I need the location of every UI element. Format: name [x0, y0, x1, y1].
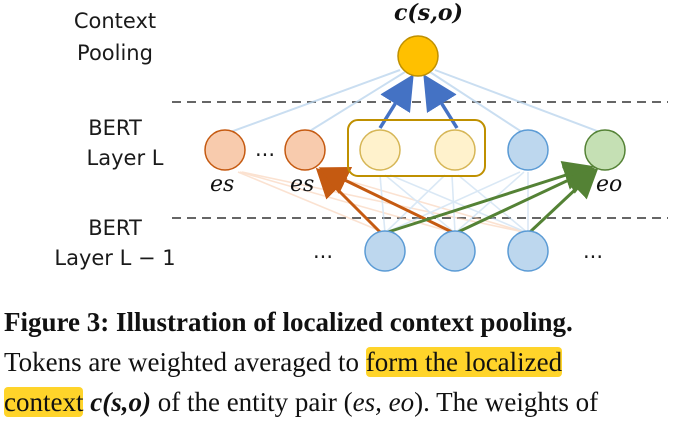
output-label: c(s,o)	[394, 0, 463, 26]
caption-line2-pre: Tokens are weighted averaged to	[4, 347, 366, 377]
entity-arrows	[315, 161, 599, 234]
figure-caption: Figure 3: Illustration of localized cont…	[4, 302, 686, 422]
label-es1: es	[210, 172, 235, 197]
node-layer-l-eo	[584, 129, 626, 171]
caption-math: c(s,o)	[90, 387, 151, 417]
caption-pair: es, eo	[352, 387, 415, 417]
node-layer-l-ctx2	[434, 129, 476, 171]
node-layer-l-ctx1	[359, 129, 401, 171]
diagram-svg	[172, 35, 668, 272]
label-pooling: Pooling	[77, 41, 153, 65]
caption-title: Figure 3: Illustration of localized cont…	[4, 307, 573, 337]
label-eo: eo	[596, 172, 623, 197]
label-layer-bottom: Layer L − 1	[54, 246, 176, 270]
node-layer-l-es1	[204, 129, 246, 171]
caption-line3-end: ). The weights of	[414, 387, 599, 417]
faint-edges	[237, 171, 529, 234]
node-layer-l1-c	[507, 230, 549, 272]
label-layer-top: Layer L	[86, 146, 164, 170]
node-layer-l-es2	[284, 129, 326, 171]
node-layer-l-blue	[507, 129, 549, 171]
label-context: Context	[73, 9, 157, 33]
output-node	[397, 35, 439, 77]
ellipsis-bottom-left: ...	[312, 239, 334, 263]
label-es2: es	[290, 172, 315, 197]
ellipsis-bottom-right: ...	[582, 239, 604, 263]
caption-line-3: context c(s,o) of the entity pair (es, e…	[4, 382, 686, 422]
caption-highlight-2: context	[4, 387, 84, 417]
node-layer-l1-a	[364, 230, 406, 272]
diagram: Context Pooling BERT Layer L BERT Layer …	[54, 0, 668, 272]
caption-line-2: Tokens are weighted averaged to form the…	[4, 342, 686, 382]
caption-highlight-1: form the localized	[365, 347, 563, 377]
localized-box	[347, 119, 486, 177]
caption-line3-mid: of the entity pair (	[150, 387, 353, 417]
ellipsis-top: ...	[254, 137, 276, 161]
label-bert-top: BERT	[88, 116, 142, 140]
label-bert-bottom: BERT	[88, 216, 142, 240]
output-label-text: c(s,o)	[394, 0, 463, 26]
node-layer-l1-b	[434, 230, 476, 272]
